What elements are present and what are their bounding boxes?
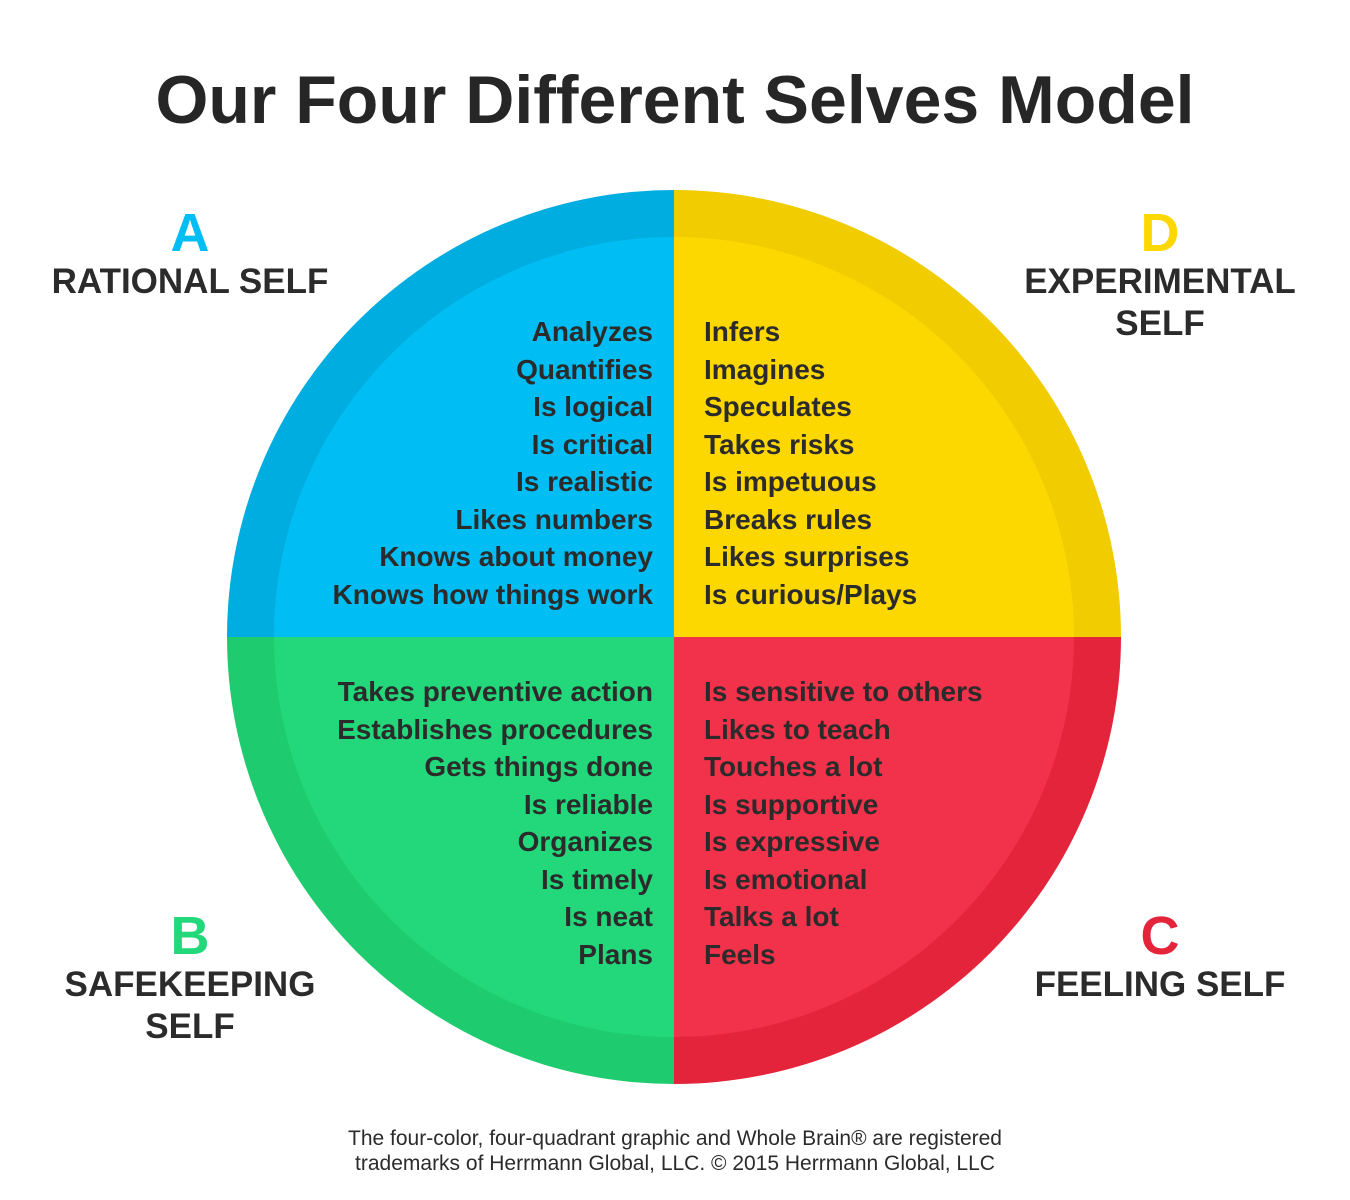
quadrant-b-name-line2: SELF: [145, 1007, 235, 1046]
trait-item: Feels: [704, 938, 776, 970]
trait-item: Organizes: [517, 826, 653, 857]
trademark-line-1: The four-color, four-quadrant graphic an…: [348, 1127, 1002, 1150]
quadrant-b-letter: B: [170, 906, 210, 966]
trait-item: Knows how things work: [332, 578, 653, 610]
trait-item: Is timely: [540, 863, 653, 895]
trait-item: Imagines: [704, 353, 826, 385]
quadrant-d-traits: Infers Imagines Speculates Takes risks I…: [704, 313, 917, 613]
quadrant-b-inner: [274, 637, 674, 1037]
trait-item: Takes preventive action: [337, 676, 653, 707]
trait-item: Establishes procedures: [337, 713, 653, 745]
trait-item: Is realistic: [516, 466, 653, 497]
page-title: Our Four Different Selves Model: [155, 62, 1195, 138]
quadrant-c-letter: C: [1140, 906, 1180, 966]
quadrant-a-letter: A: [170, 203, 210, 263]
quadrant-a-inner: [274, 237, 674, 637]
quadrant-d-letter: D: [1140, 203, 1180, 263]
trait-item: Is expressive: [704, 826, 880, 857]
quadrant-d-name-line2: SELF: [1115, 304, 1205, 343]
quadrant-c-heading: C FEELING SELF: [990, 908, 1330, 1006]
trait-item: Infers: [704, 316, 781, 347]
trait-item: Likes numbers: [455, 503, 653, 535]
trait-item: Analyzes: [531, 316, 653, 347]
trait-item: Is sensitive to others: [704, 676, 983, 707]
quadrant-c-inner: [674, 637, 1074, 1037]
trait-item: Is logical: [533, 391, 653, 422]
quadrant-d-heading: D EXPERIMENTAL SELF: [990, 205, 1330, 345]
trait-item: Quantifies: [516, 353, 653, 385]
quadrant-b-heading: B SAFEKEEPING SELF: [20, 908, 360, 1048]
trait-item: Is emotional: [704, 863, 868, 895]
trait-item: Is supportive: [704, 788, 879, 820]
trait-item: Speculates: [704, 391, 852, 422]
trademark-line-2: trademarks of Herrmann Global, LLC. © 20…: [355, 1152, 995, 1175]
trait-item: Breaks rules: [704, 503, 873, 535]
trait-item: Knows about money: [379, 541, 653, 572]
trademark-notice: The four-color, four-quadrant graphic an…: [0, 1126, 1350, 1176]
quadrant-a-heading: A RATIONAL SELF: [20, 205, 360, 303]
quadrant-b-name-line1: SAFEKEEPING: [64, 965, 316, 1004]
trait-item: Is reliable: [523, 788, 653, 820]
trait-item: Takes risks: [704, 428, 855, 460]
quadrant-d-inner: [674, 237, 1074, 637]
trait-item: Is neat: [564, 901, 653, 932]
trait-item: Gets things done: [424, 751, 653, 782]
trait-item: Likes to teach: [704, 713, 891, 745]
quadrant-c-traits: Is sensitive to others Likes to teach To…: [704, 673, 983, 973]
quadrant-a-name: RATIONAL SELF: [51, 262, 329, 301]
trait-item: Is impetuous: [704, 466, 877, 497]
trait-item: Talks a lot: [704, 901, 839, 932]
trait-item: Plans: [578, 938, 653, 970]
quadrant-d-name-line1: EXPERIMENTAL: [1024, 262, 1296, 301]
trait-item: Likes surprises: [704, 541, 910, 572]
trait-item: Is curious/Plays: [704, 578, 918, 610]
quadrant-c-name: FEELING SELF: [1034, 965, 1286, 1004]
quadrant-b-traits: Takes preventive action Establishes proc…: [337, 673, 653, 973]
trait-item: Is critical: [531, 428, 653, 460]
trait-item: Touches a lot: [704, 751, 883, 782]
quadrant-a-traits: Analyzes Quantifies Is logical Is critic…: [333, 313, 653, 613]
